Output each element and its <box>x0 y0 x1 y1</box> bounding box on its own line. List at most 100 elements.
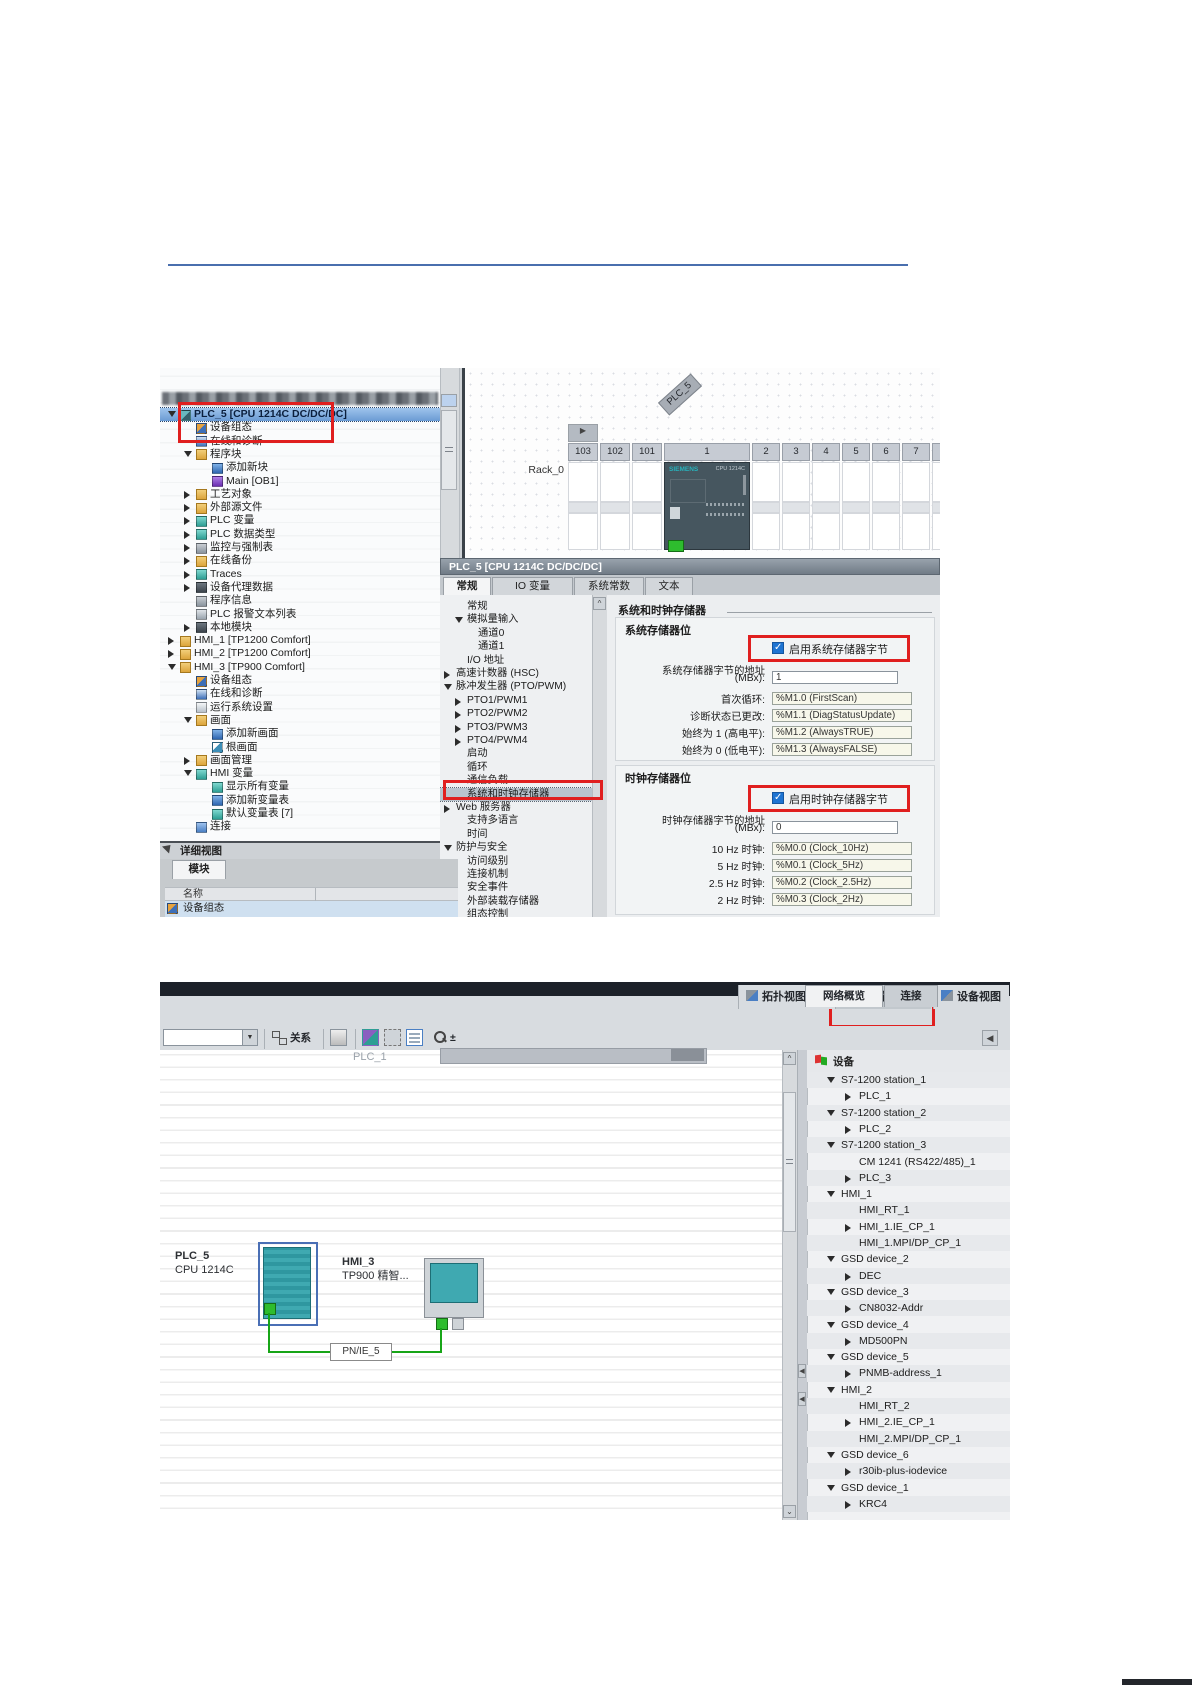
slot-cell-bottom-4[interactable] <box>812 513 840 550</box>
tree-item-HMI_2 [TP1200 Comfort][interactable]: HMI_2 [TP1200 Comfort] <box>160 647 440 660</box>
dropdown-arrow-icon[interactable]: ▼ <box>242 1030 257 1045</box>
chevron-closed-icon[interactable] <box>184 557 190 566</box>
slot-cell-top-103[interactable] <box>568 462 598 502</box>
properties-nav-时间[interactable]: 时间 <box>440 828 592 841</box>
tree-item-外部源文件[interactable]: 外部源文件 <box>160 501 440 514</box>
slot-header-7[interactable]: 7 <box>902 443 930 461</box>
chevron-closed-icon[interactable] <box>845 1500 851 1509</box>
detail-view-module-tab[interactable]: 模块 <box>172 860 226 879</box>
sys-memory-checkbox[interactable] <box>772 642 784 654</box>
properties-nav-PTO3/PWM3[interactable]: PTO3/PWM3 <box>440 721 592 734</box>
slot-cell-top-7[interactable] <box>902 462 930 502</box>
slot-header-4[interactable]: 4 <box>812 443 840 461</box>
tree-item-程序块[interactable]: 程序块 <box>160 448 440 461</box>
canvas-scroll-down-button[interactable]: ⌄ <box>783 1505 796 1518</box>
chevron-open-icon[interactable] <box>827 1484 835 1491</box>
overview-item-PLC_1[interactable]: PLC_1 <box>807 1088 1010 1104</box>
properties-nav-PTO1/PWM1[interactable]: PTO1/PWM1 <box>440 694 592 707</box>
chevron-closed-icon[interactable] <box>444 671 450 679</box>
slot-cell-bottom-2[interactable] <box>752 513 780 550</box>
properties-nav-支持多语言[interactable]: 支持多语言 <box>440 814 592 827</box>
rack-expand-button[interactable]: ▶ <box>568 424 598 442</box>
overview-item-HMI_2.IE_CP_1[interactable]: HMI_2.IE_CP_1 <box>807 1414 1010 1430</box>
properties-nav-通信负载[interactable]: 通信负载 <box>440 774 592 787</box>
tree-item-HMI_3 [TP900 Comfort][interactable]: HMI_3 [TP900 Comfort] <box>160 661 440 674</box>
chevron-open-icon[interactable] <box>444 845 452 852</box>
slot-header-102[interactable]: 102 <box>600 443 630 461</box>
chevron-closed-icon[interactable] <box>455 724 461 733</box>
clock-memory-checkbox[interactable] <box>772 792 784 804</box>
overview-item-HMI_1.IE_CP_1[interactable]: HMI_1.IE_CP_1 <box>807 1219 1010 1235</box>
chevron-closed-icon[interactable] <box>845 1223 851 1232</box>
slot-header-3[interactable]: 3 <box>782 443 810 461</box>
subnet-label[interactable]: PN/IE_5 <box>330 1343 392 1361</box>
plc5-port[interactable] <box>264 1303 276 1315</box>
slot-cell-bottom-103[interactable] <box>568 513 598 550</box>
overview-item-S7-1200 station_1[interactable]: S7-1200 station_1 <box>807 1072 1010 1089</box>
tree-item-运行系统设置[interactable]: 运行系统设置 <box>160 701 440 714</box>
chevron-closed-icon[interactable] <box>184 530 190 539</box>
chevron-open-icon[interactable] <box>168 411 176 417</box>
slot-header-103[interactable]: 103 <box>568 443 598 461</box>
chevron-open-icon[interactable] <box>184 450 192 457</box>
chevron-closed-icon[interactable] <box>184 504 190 513</box>
chevron-closed-icon[interactable] <box>845 1370 851 1379</box>
chevron-closed-icon[interactable] <box>845 1419 851 1428</box>
properties-nav-Web 服务器[interactable]: Web 服务器 <box>440 801 592 814</box>
slot-header-1[interactable]: 1 <box>664 443 750 461</box>
overview-item-HMI_1[interactable]: HMI_1 <box>807 1186 1010 1202</box>
slot-cell-top-2[interactable] <box>752 462 780 502</box>
properties-tab-文本[interactable]: 文本 <box>645 577 693 595</box>
nav-scroll-up-button[interactable]: ^ <box>593 597 606 610</box>
relations-icon[interactable] <box>270 1029 287 1046</box>
overview-item-CM 1241 (RS422/485)_1[interactable]: CM 1241 (RS422/485)_1 <box>807 1154 1010 1170</box>
tree-item-画面[interactable]: 画面 <box>160 714 440 727</box>
properties-nav-常规[interactable]: 常规 <box>440 600 592 613</box>
properties-nav-通道0[interactable]: 通道0 <box>440 627 592 640</box>
tree-scroll-up-button[interactable] <box>441 394 457 407</box>
grid-icon[interactable] <box>384 1029 401 1046</box>
hmi3-device-icon[interactable] <box>424 1258 484 1318</box>
chevron-closed-icon[interactable] <box>184 517 190 526</box>
view-button-设备视图[interactable]: 设备视图 <box>933 985 1009 1009</box>
properties-nav-I/O 地址[interactable]: I/O 地址 <box>440 654 592 667</box>
chevron-open-icon[interactable] <box>444 684 452 691</box>
chevron-closed-icon[interactable] <box>845 1272 851 1281</box>
tree-item-添加新画面[interactable]: 添加新画面 <box>160 727 440 740</box>
tree-item-添加新变量表[interactable]: 添加新变量表 <box>160 794 440 807</box>
tab-连接[interactable]: 连接 <box>884 985 938 1007</box>
subnet-line-vertical-hmi[interactable] <box>440 1328 442 1353</box>
overview-item-HMI_2.MPI/DP_CP_1[interactable]: HMI_2.MPI/DP_CP_1 <box>807 1430 1010 1447</box>
chevron-open-icon[interactable] <box>827 1354 835 1361</box>
overview-item-PLC_2[interactable]: PLC_2 <box>807 1121 1010 1137</box>
overview-item-KRC4[interactable]: KRC4 <box>807 1495 1010 1513</box>
properties-nav-启动[interactable]: 启动 <box>440 747 592 760</box>
tree-item-Main [OB1][interactable]: Main [OB1] <box>160 475 440 488</box>
overview-item-HMI_RT_2[interactable]: HMI_RT_2 <box>807 1398 1010 1415</box>
chevron-open-icon[interactable] <box>827 1321 835 1328</box>
overview-item-GSD device_5[interactable]: GSD device_5 <box>807 1349 1010 1365</box>
chevron-closed-icon[interactable] <box>845 1468 851 1477</box>
cpu-module-graphic[interactable]: SIEMENS CPU 1214C <box>664 462 750 550</box>
network-highlight-dropdown[interactable]: ▼ <box>163 1029 258 1046</box>
field-value-诊断状态已更改:[interactable]: %M1.1 (DiagStatusUpdate) <box>772 709 912 722</box>
chevron-closed-icon[interactable] <box>444 805 450 813</box>
overview-item-CN8032-Addr[interactable]: CN8032-Addr <box>807 1300 1010 1317</box>
properties-nav-通道1[interactable]: 通道1 <box>440 640 592 653</box>
sys-addr-input[interactable]: 1 <box>772 671 898 684</box>
overview-item-DEC[interactable]: DEC <box>807 1267 1010 1284</box>
tree-item-PLC 数据类型[interactable]: PLC 数据类型 <box>160 528 440 541</box>
properties-nav-系统和时钟存储器[interactable]: 系统和时钟存储器 <box>440 786 592 803</box>
tree-item-在线备份[interactable]: 在线备份 <box>160 554 440 567</box>
slot-cell-bottom-5[interactable] <box>842 513 870 550</box>
subnet-line-vertical-plc[interactable] <box>268 1313 270 1353</box>
overview-item-S7-1200 station_2[interactable]: S7-1200 station_2 <box>807 1104 1010 1121</box>
tree-item-本地模块[interactable]: 本地模块 <box>160 621 440 634</box>
tree-item-设备组态[interactable]: 设备组态 <box>160 674 440 687</box>
tree-item-画面管理[interactable]: 画面管理 <box>160 754 440 767</box>
canvas-scroll-up-button[interactable]: ^ <box>783 1052 796 1065</box>
tree-item-监控与强制表[interactable]: 监控与强制表 <box>160 541 440 554</box>
clock-addr-input[interactable]: 0 <box>772 821 898 834</box>
field-value-始终为 0 (低电平):[interactable]: %M1.3 (AlwaysFALSE) <box>772 743 912 756</box>
chevron-closed-icon[interactable] <box>184 490 190 499</box>
